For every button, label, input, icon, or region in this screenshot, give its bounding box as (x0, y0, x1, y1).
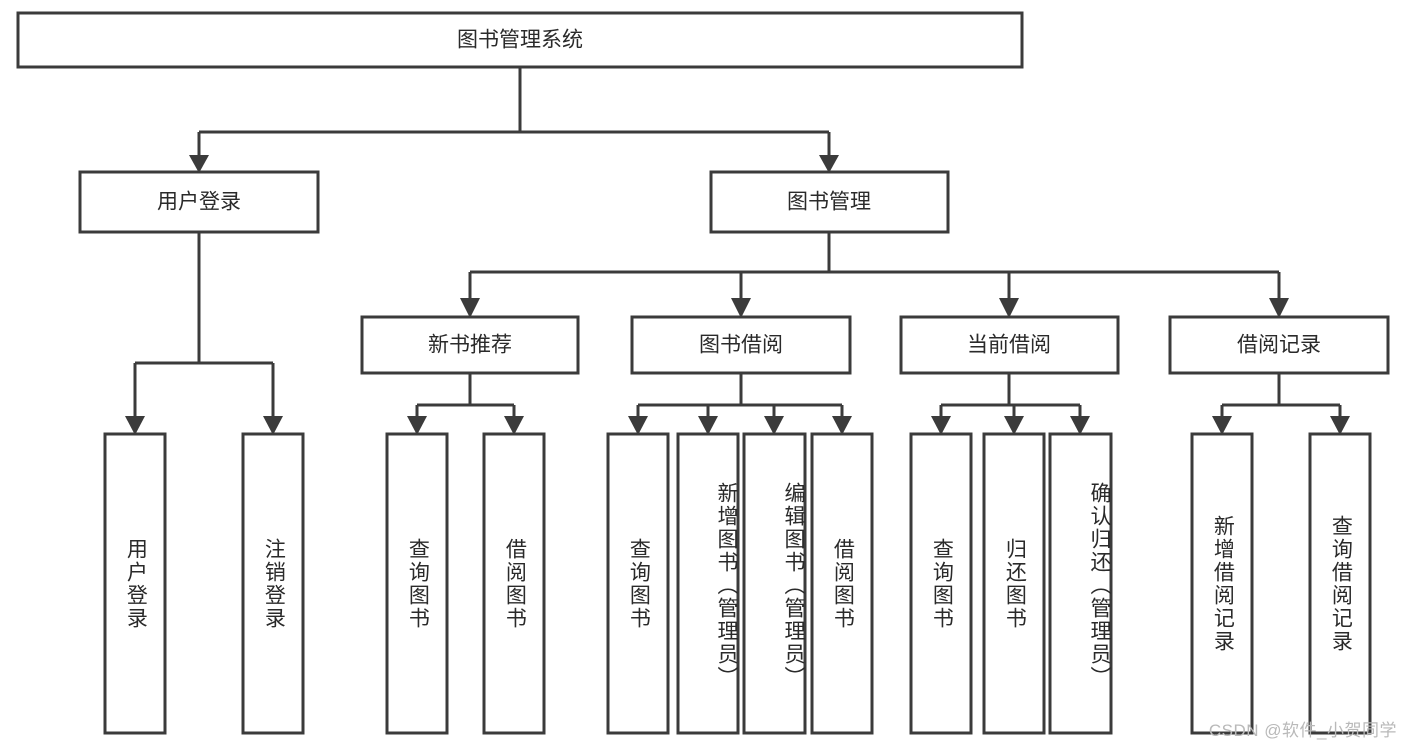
leaf-box-add-borrow-record[interactable] (1190, 432, 1254, 735)
arrow-head-icon (407, 416, 427, 435)
node-current-borrow[interactable]: 当前借阅 (899, 315, 1120, 375)
arrow-head-icon (263, 416, 283, 435)
connector-group-user-login (125, 232, 283, 435)
arrow-head-icon (764, 416, 784, 435)
node-book-management-label: 图书管理 (787, 191, 871, 214)
connector-group-book-mgmt (460, 232, 1289, 318)
arrow-head-icon (1004, 416, 1024, 435)
node-borrow-record[interactable]: 借阅记录 (1168, 315, 1390, 375)
arrow-head-icon (189, 155, 209, 173)
node-new-book-recommend[interactable]: 新书推荐 (360, 315, 580, 375)
node-book-management-box[interactable] (709, 170, 950, 234)
leaf-box-logout[interactable] (241, 432, 305, 735)
arrow-head-icon (931, 416, 951, 435)
node-book-management[interactable]: 图书管理 (709, 170, 950, 234)
leaf-boxes (103, 432, 1372, 735)
node-borrow-record-box[interactable] (1168, 315, 1390, 375)
leaf-box-user-login[interactable] (103, 432, 167, 735)
node-root-label: 图书管理系统 (457, 29, 583, 52)
connector-group-new-book-rec (407, 373, 524, 435)
node-borrow-record-label: 借阅记录 (1237, 334, 1321, 357)
leaf-box-edit-book-admin[interactable] (742, 432, 807, 735)
arrow-head-icon (1330, 416, 1350, 435)
node-current-borrow-label: 当前借阅 (967, 334, 1051, 357)
node-user-login-box[interactable] (78, 170, 320, 234)
leaf-box-query-book-current[interactable] (909, 432, 973, 735)
node-current-borrow-box[interactable] (899, 315, 1120, 375)
leaf-box-confirm-return-admin[interactable] (1048, 432, 1113, 735)
node-book-borrow-box[interactable] (630, 315, 852, 375)
arrow-head-icon (999, 298, 1019, 318)
leaf-box-return-book[interactable] (982, 432, 1046, 735)
node-user-login[interactable]: 用户登录 (78, 170, 320, 234)
leaf-box-borrow-book-rec[interactable] (482, 432, 546, 735)
leaf-box-borrow-book[interactable] (810, 432, 874, 735)
node-book-borrow[interactable]: 图书借阅 (630, 315, 852, 375)
arrow-head-icon (698, 416, 718, 435)
arrow-head-icon (819, 155, 839, 173)
leaf-box-query-borrow-record[interactable] (1308, 432, 1372, 735)
leaf-box-query-book-borrow[interactable] (606, 432, 670, 735)
connector-group-book-borrow (628, 373, 852, 435)
node-book-borrow-label: 图书借阅 (699, 334, 783, 357)
arrow-head-icon (628, 416, 648, 435)
node-new-book-recommend-label: 新书推荐 (428, 334, 512, 357)
leaf-box-add-book-admin[interactable] (676, 432, 740, 735)
arrow-head-icon (1070, 416, 1090, 435)
arrow-head-icon (1212, 416, 1232, 435)
node-user-login-label: 用户登录 (157, 191, 241, 214)
arrow-head-icon (504, 416, 524, 435)
connector-group-current-borrow (931, 373, 1090, 435)
node-root-box[interactable] (16, 11, 1024, 69)
csdn-watermark: CSDN @软件_小贺同学 (1208, 721, 1397, 740)
node-new-book-recommend-box[interactable] (360, 315, 580, 375)
leaf-box-query-book-rec[interactable] (385, 432, 449, 735)
arrow-head-icon (731, 298, 751, 318)
node-root[interactable]: 图书管理系统 (16, 11, 1024, 69)
arrow-head-icon (125, 416, 145, 435)
connector-group-borrow-record (1212, 373, 1350, 435)
arrow-head-icon (832, 416, 852, 435)
connector-group-root (189, 67, 839, 173)
arrow-head-icon (1269, 298, 1289, 318)
arrow-head-icon (460, 298, 480, 318)
